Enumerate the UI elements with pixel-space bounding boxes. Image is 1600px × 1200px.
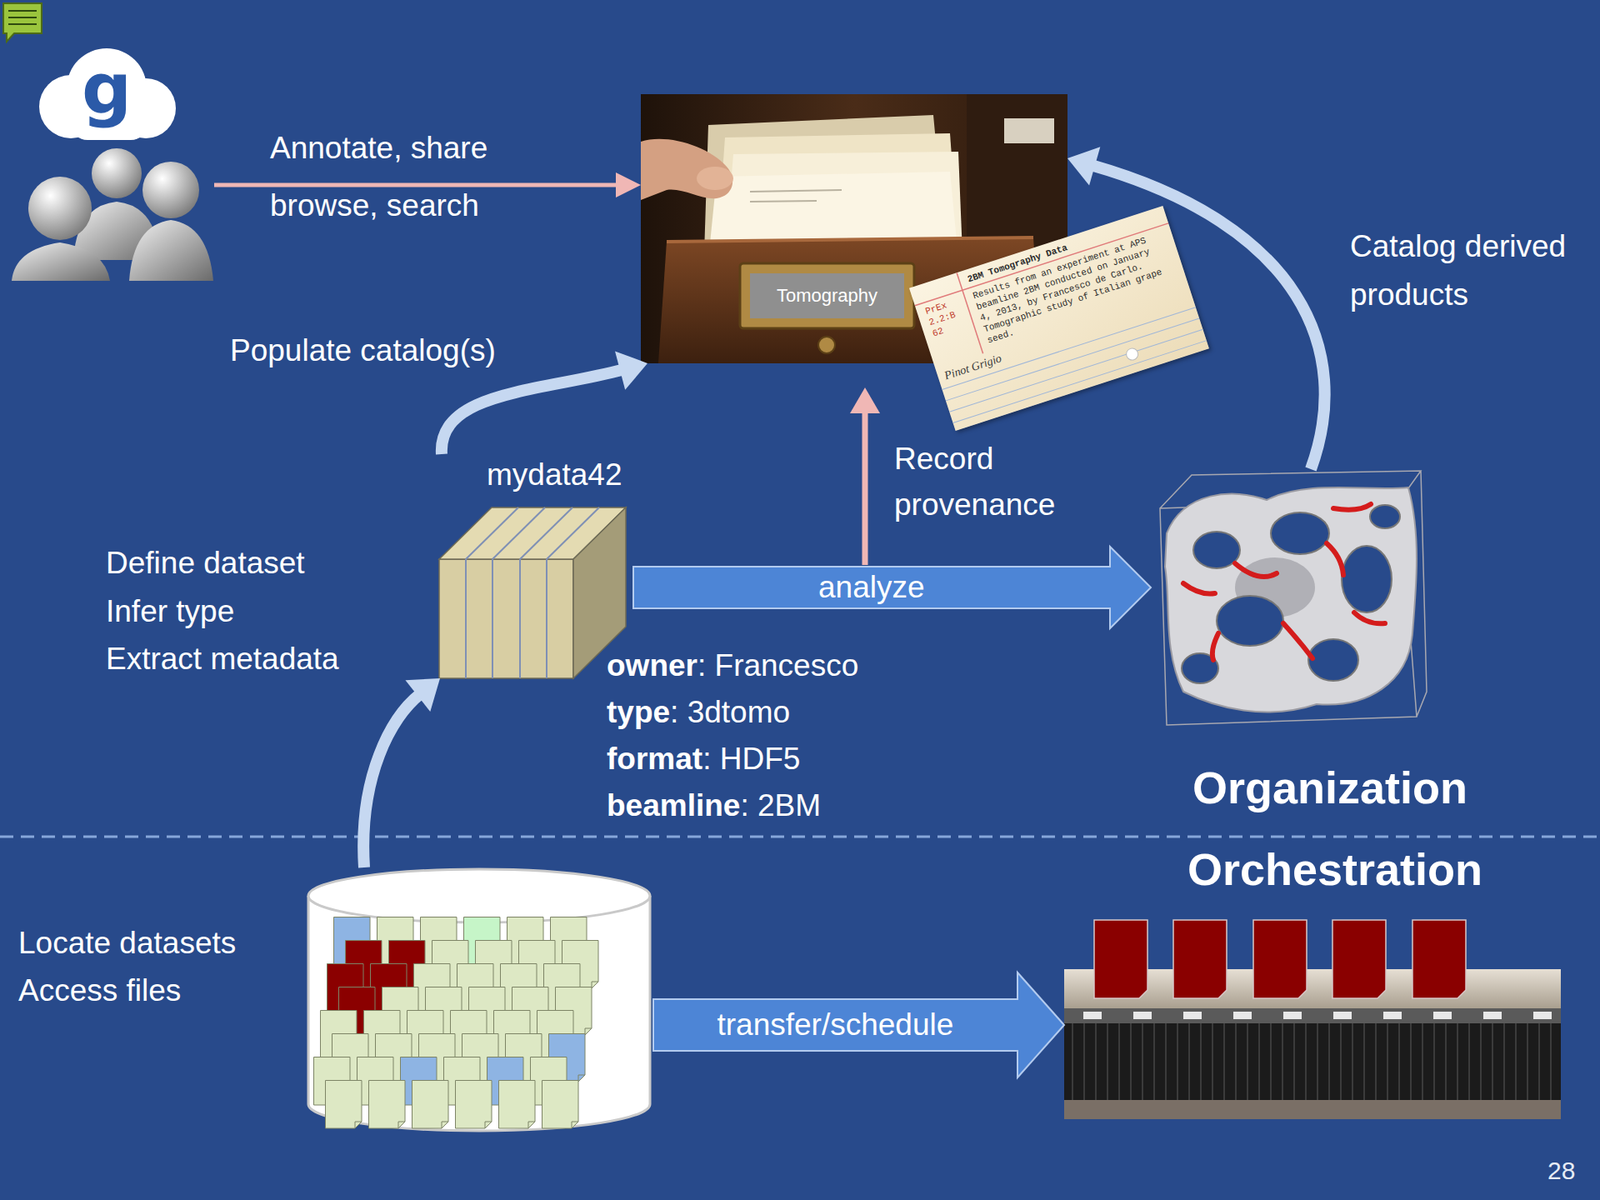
metadata-field: owner: Francesco	[606, 648, 859, 685]
section-divider	[0, 835, 1600, 839]
block-arrow	[633, 546, 1151, 629]
note-icon	[3, 3, 42, 42]
arrow-head	[615, 172, 641, 198]
index-card: 2BM Tomography DataResults from an exper…	[909, 205, 1210, 431]
supercomputer: Orchestration	[1064, 920, 1561, 1120]
step-text: Extract metadata	[105, 641, 340, 678]
file-group	[314, 917, 600, 1130]
file-icon	[412, 1080, 450, 1130]
metadata-key: type	[606, 695, 670, 730]
edge-label: analyze	[811, 569, 932, 606]
file-icon	[369, 1080, 406, 1130]
edge-label: Annotate, share	[270, 130, 488, 167]
user-group: g	[10, 45, 215, 281]
file-icon	[325, 1080, 363, 1130]
connector	[653, 972, 1065, 1078]
section-title: Organization	[1138, 761, 1522, 814]
block-arrow	[653, 972, 1065, 1078]
connector-line	[441, 370, 623, 455]
provenance-arrow	[850, 387, 880, 565]
connector-line	[363, 694, 420, 868]
arrow-head	[405, 678, 440, 712]
edge-label: transfer/schedule	[710, 1006, 961, 1044]
arrow-head	[615, 350, 648, 390]
file-icon	[542, 1080, 580, 1130]
card-body: Results from an experiment at APS beamli…	[971, 230, 1177, 347]
file-icon	[455, 1080, 493, 1130]
globus-users-icon	[11, 48, 214, 281]
supercomputer-photo	[1064, 920, 1561, 1120]
storage-cylinder	[308, 869, 650, 1131]
dataset-name: mydata42	[486, 457, 623, 494]
metadata-key: owner	[606, 648, 698, 683]
metadata-key: beamline	[606, 788, 740, 823]
metadata-key: format	[606, 741, 703, 776]
arrow-label: Record provenance	[894, 435, 1078, 528]
card-note: Pinot Grigio	[942, 351, 1004, 383]
step-text: Infer type	[105, 594, 235, 630]
step-text: Locate datasets	[18, 925, 236, 962]
edge-label: Populate catalog(s)	[230, 333, 496, 370]
logo-letter: g	[81, 54, 132, 125]
arrow-head	[1067, 146, 1100, 185]
card-rule	[953, 340, 1207, 424]
arrow-label: browse, search	[270, 188, 480, 225]
render-image: Organization	[1150, 469, 1427, 735]
connector-line	[214, 183, 619, 188]
file-icon	[499, 1080, 536, 1130]
tomography-render	[1160, 470, 1427, 725]
edge-label: Catalog derived products	[1350, 222, 1592, 320]
card-hole	[1125, 346, 1140, 362]
section-title: Orchestration	[1143, 843, 1527, 895]
step-text: Define dataset	[105, 545, 305, 582]
metadata-field: format: HDF5	[606, 741, 800, 778]
dataset-box: mydata42Define datasetInfer typeExtract …	[433, 454, 634, 679]
connector	[363, 678, 440, 868]
card-code: PrEx 2.2:B 62	[924, 295, 967, 340]
step-text: Access files	[18, 973, 181, 1010]
connector	[633, 546, 1151, 629]
metadata-field: beamline: 2BM	[606, 788, 821, 825]
metadata-field: type: 3dtomo	[606, 695, 790, 731]
drawer-label: Tomography	[750, 273, 905, 319]
dataset-cube	[439, 507, 626, 679]
page-number: 28	[1547, 1156, 1575, 1186]
storage-box: Locate datasetsAccess files	[305, 867, 654, 1133]
